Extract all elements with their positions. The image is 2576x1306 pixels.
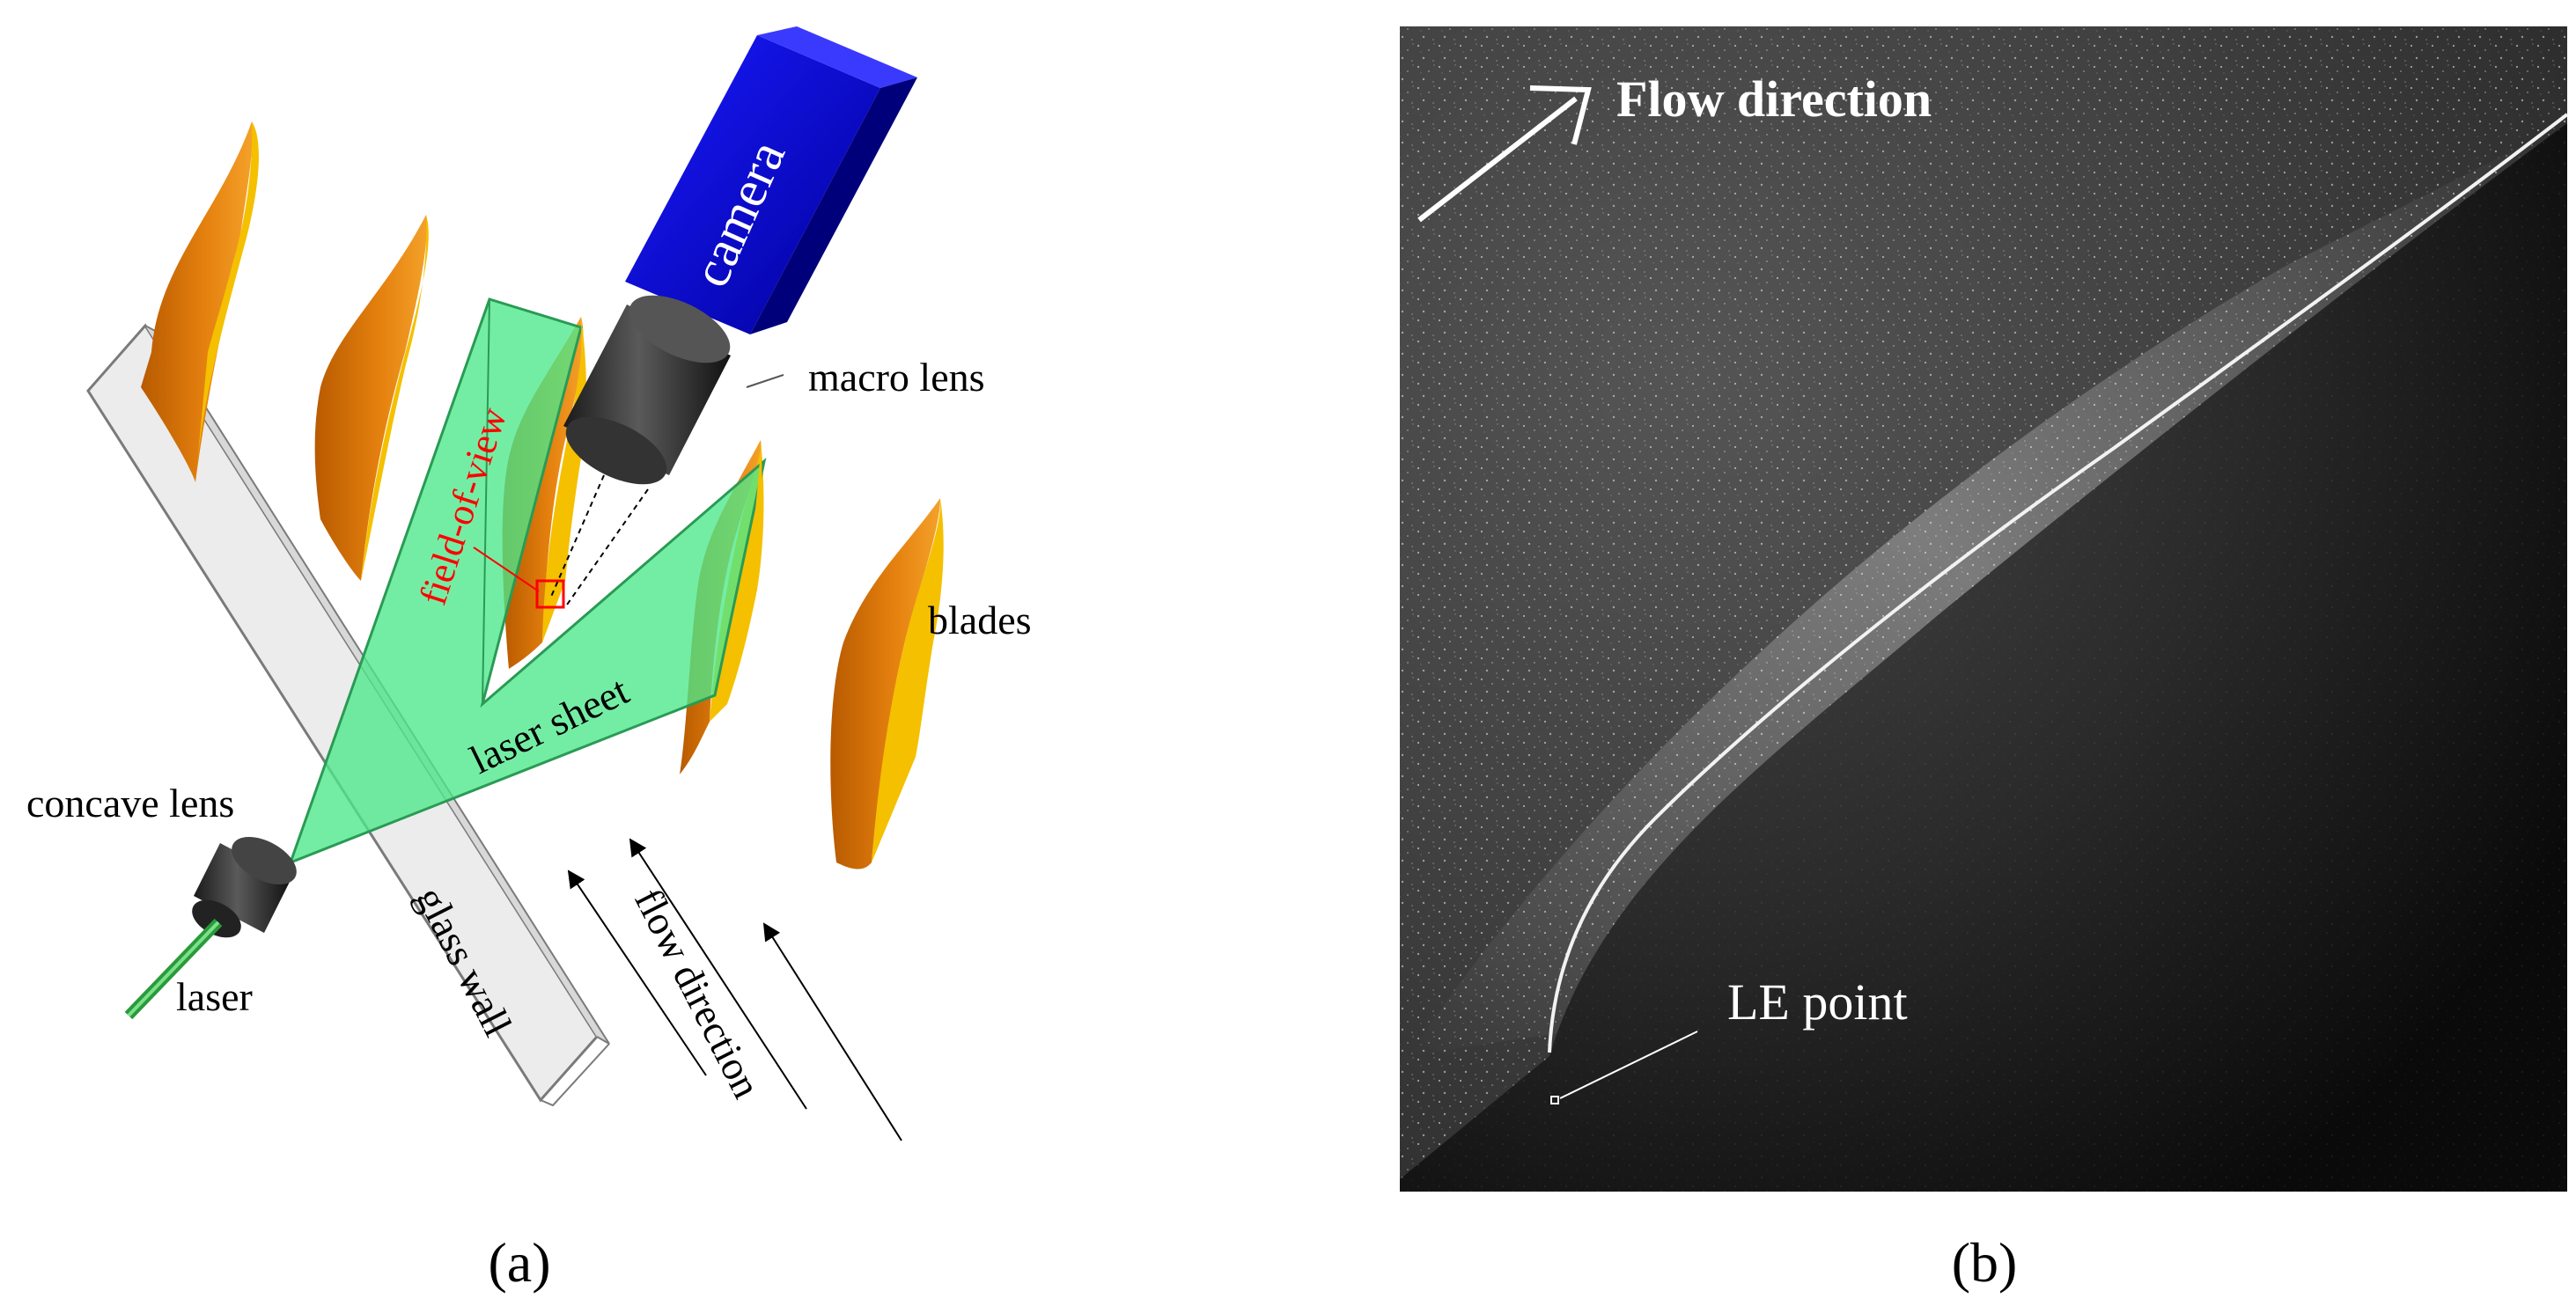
blade xyxy=(830,498,944,869)
blade-tip xyxy=(570,317,585,528)
blade xyxy=(314,215,429,581)
le-point-label: LE point xyxy=(1727,973,1908,1031)
flow-direction-label-b: Flow direction xyxy=(1616,70,1932,128)
blade-tip xyxy=(747,440,762,616)
field-of-view-cone xyxy=(550,474,649,608)
camera: camera xyxy=(625,26,917,334)
le-point-marker xyxy=(1550,1096,1559,1104)
macro-lens-leader xyxy=(746,374,784,388)
laser-label: laser xyxy=(176,974,253,1019)
field-of-view-leader xyxy=(473,547,540,592)
macro-lens-label: macro lens xyxy=(808,355,985,400)
panel-a: camera field-of-view macro lens blades l… xyxy=(26,26,1032,1294)
field-of-view-box xyxy=(535,579,565,609)
blades-label: blades xyxy=(928,598,1032,642)
laser-beam-highlight xyxy=(127,921,220,1017)
flow-direction-arrows xyxy=(567,838,902,1141)
caption-b: (b) xyxy=(1952,1231,2018,1294)
blade xyxy=(141,121,259,482)
le-point-leader xyxy=(1559,1031,1698,1099)
concave-lens-label: concave lens xyxy=(26,781,234,825)
macro-lens xyxy=(563,295,731,485)
blade-surface-line xyxy=(1548,113,2569,1053)
background-speckle xyxy=(1400,26,2567,1192)
flow-direction-label-a: flow direction xyxy=(626,881,769,1104)
caption-a: (a) xyxy=(488,1231,550,1294)
flow-direction-arrow-b xyxy=(1417,85,1592,223)
panel-b: LE point Flow direction (b) xyxy=(1400,26,2569,1294)
concave-lens xyxy=(192,836,297,938)
